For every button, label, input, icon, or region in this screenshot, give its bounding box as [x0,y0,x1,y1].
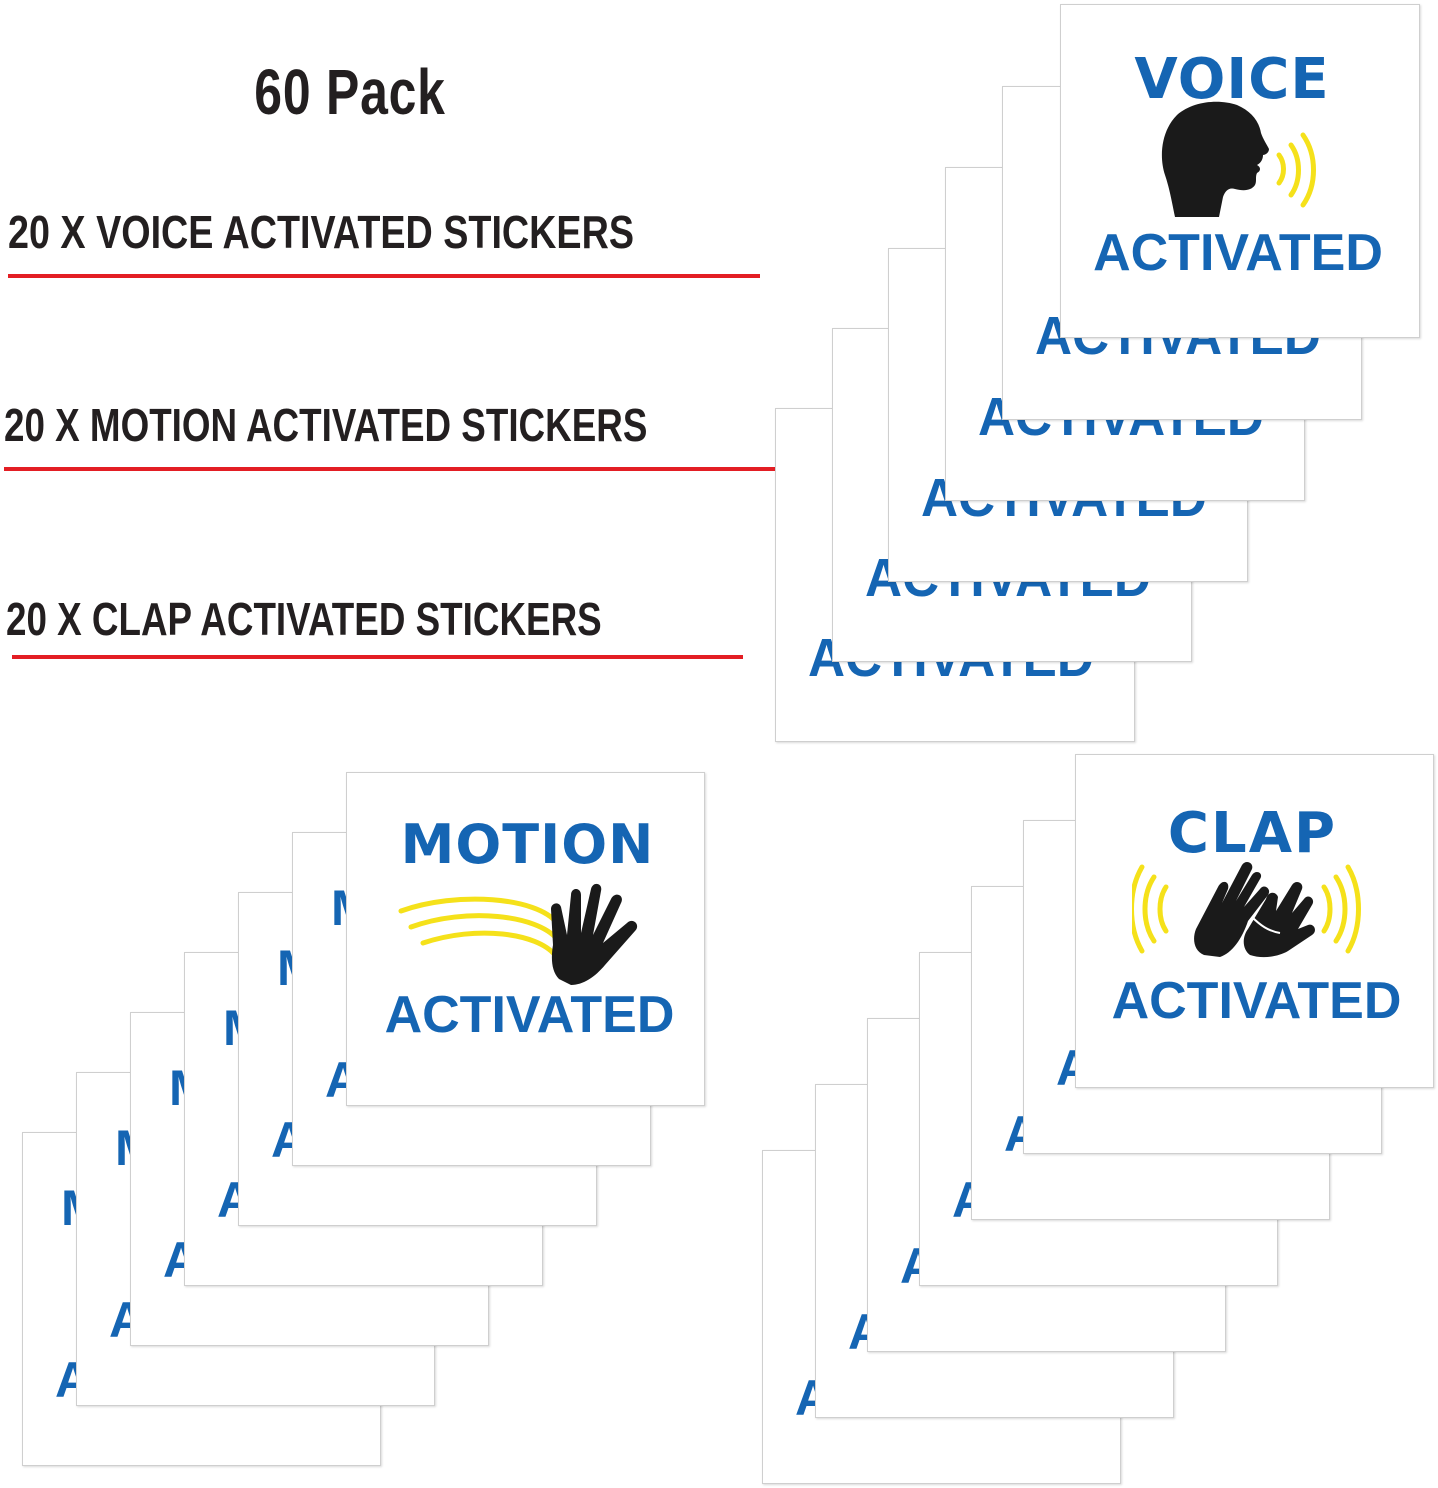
motion-sticker-title: MOTION [400,813,655,876]
motion-count-line: 20 X MOTION ACTIVATED STICKERS [4,399,648,451]
waving-hand-icon [398,883,638,985]
voice-sticker-front: VOICE ACTIVATED [1060,4,1420,338]
motion-sticker-subtitle: ACTIVATED [384,986,675,1044]
clap-underline [12,655,743,659]
clap-sticker-subtitle: ACTIVATED [1111,972,1402,1030]
motion-sticker-front: MOTION ACTIVATED [346,772,705,1106]
voice-count-line: 20 X VOICE ACTIVATED STICKERS [8,206,634,258]
head-speaking-icon [1161,101,1316,217]
clapping-hands-icon [1132,862,1361,958]
pack-title: 60 Pack [254,56,446,128]
clap-sticker-front: CLAP ACTIVATED [1075,754,1434,1088]
clap-count-line: 20 X CLAP ACTIVATED STICKERS [6,593,602,645]
clap-sticker-title: CLAP [1167,801,1338,866]
motion-underline [4,467,797,471]
voice-sticker-title: VOICE [1134,47,1330,112]
voice-sticker-subtitle: ACTIVATED [1093,224,1383,282]
voice-underline [8,274,760,278]
